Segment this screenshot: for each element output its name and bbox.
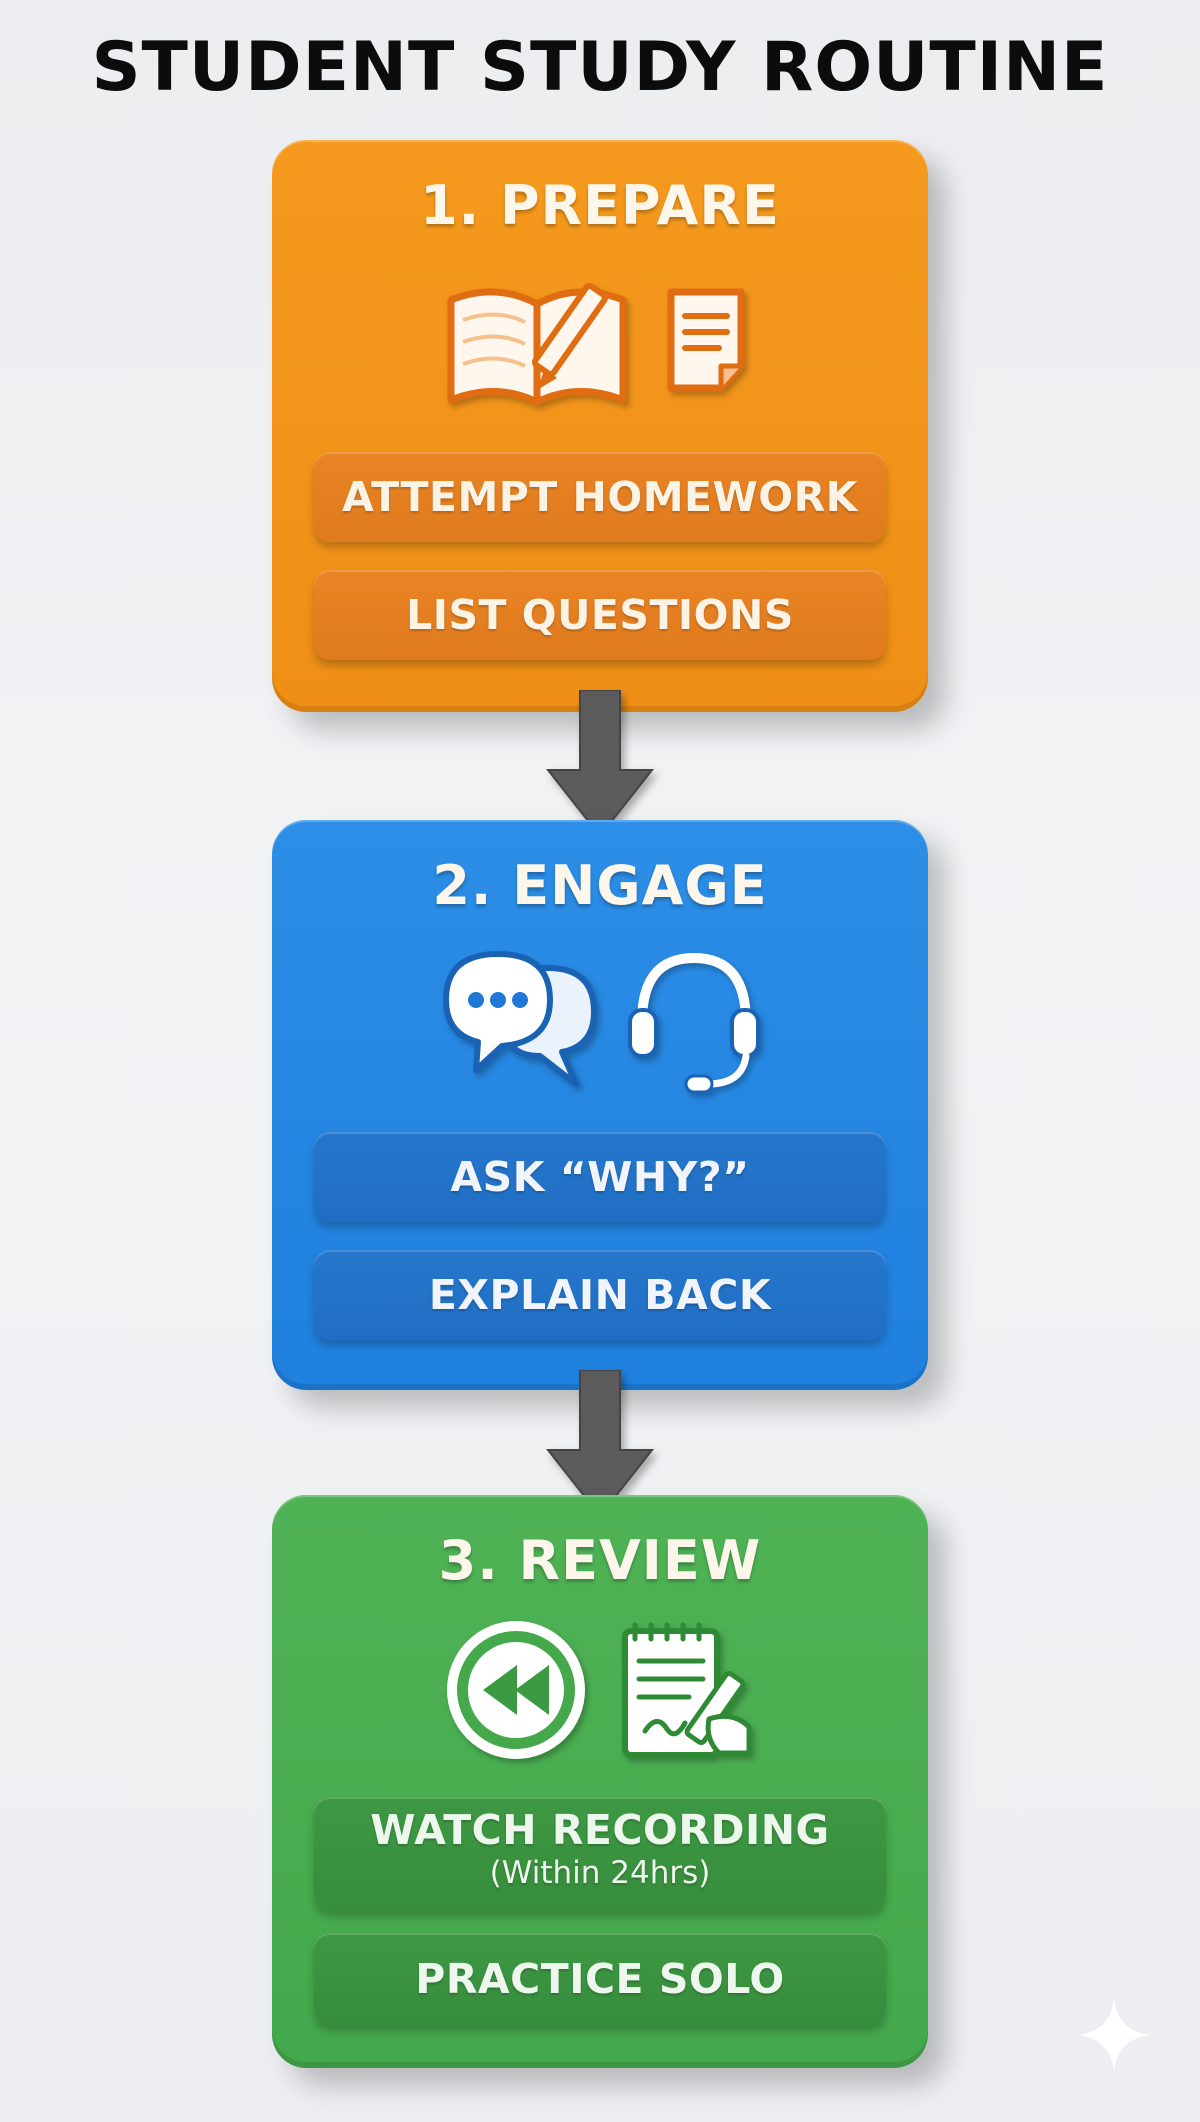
action-label: WATCH RECORDING — [370, 1806, 830, 1854]
action-label: PRACTICE SOLO — [415, 1955, 785, 2003]
arrow-down-icon — [545, 1369, 655, 1518]
action-list-questions: LIST QUESTIONS — [314, 570, 886, 660]
flow-arrow-1 — [544, 689, 656, 844]
step-heading-review: 3. REVIEW — [438, 1529, 762, 1592]
notepad-icon — [667, 288, 745, 392]
step-heading-prepare: 1. PREPARE — [420, 174, 780, 237]
step-heading-engage: 2. ENGAGE — [432, 854, 768, 917]
action-label: LIST QUESTIONS — [406, 591, 794, 639]
open-book-pencil-icon — [447, 282, 627, 406]
rewind-icon — [447, 1621, 585, 1759]
icon-row-prepare — [272, 260, 928, 420]
arrow-down-icon — [545, 689, 655, 838]
icon-row-engage — [272, 938, 928, 1098]
step-card-prepare: 1. PREPARE ATTEMPT HOMEWORK LIST QUESTIO… — [272, 140, 928, 712]
headset-icon — [628, 952, 760, 1094]
action-ask-why: ASK “WHY?” — [314, 1132, 886, 1222]
action-label: ASK “WHY?” — [450, 1153, 750, 1201]
diagram-title: STUDENT STUDY ROUTINE — [91, 28, 1109, 107]
flow-arrow-2 — [544, 1369, 656, 1524]
action-attempt-homework: ATTEMPT HOMEWORK — [314, 452, 886, 542]
action-note: (Within 24hrs) — [489, 1855, 711, 1892]
sparkle-icon — [1074, 1995, 1154, 2079]
chat-bubbles-icon — [443, 951, 597, 1087]
action-explain-back: EXPLAIN BACK — [314, 1250, 886, 1340]
action-watch-recording: WATCH RECORDING (Within 24hrs) — [314, 1797, 886, 1911]
action-label: ATTEMPT HOMEWORK — [342, 473, 858, 521]
action-practice-solo: PRACTICE SOLO — [314, 1933, 886, 2025]
step-card-engage: 2. ENGAGE ASK “WHY?” EXPLAIN BACK — [272, 820, 928, 1390]
action-label: EXPLAIN BACK — [428, 1271, 772, 1319]
step-card-review: 3. REVIEW WATCH RECORDING (Within 24hrs)… — [272, 1495, 928, 2068]
icon-row-review — [272, 1615, 928, 1765]
notepad-writing-icon — [622, 1622, 752, 1758]
